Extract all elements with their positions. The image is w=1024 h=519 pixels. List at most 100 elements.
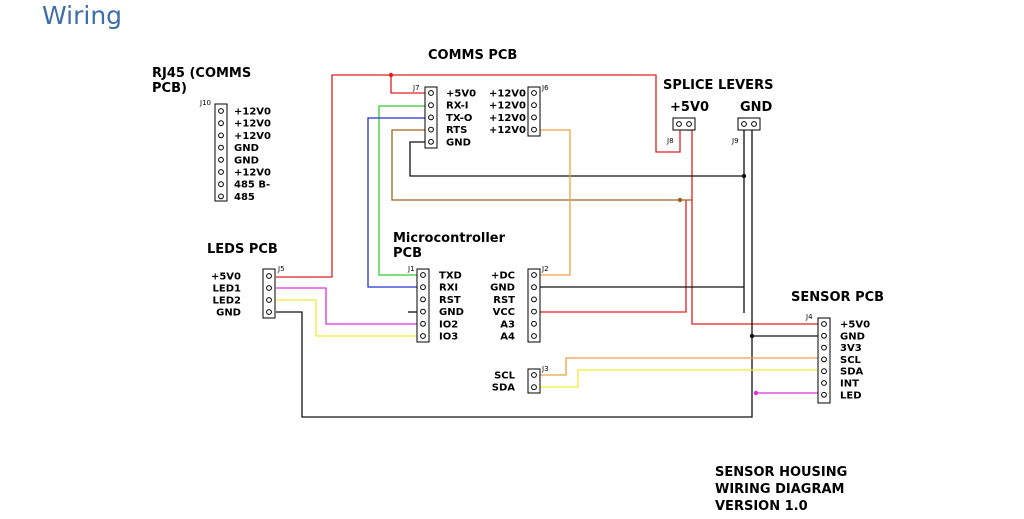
comms-j7-pin: [428, 138, 434, 145]
leds-pin: [266, 297, 272, 303]
sensor-pin-label: LED: [840, 390, 862, 401]
micro-j1-pin-label: RXI: [439, 283, 458, 294]
wire-brown-rts: [391, 129, 692, 201]
leds-pin-label: GND: [216, 308, 241, 319]
sensor-pin-label: GND: [840, 331, 865, 342]
splice-j8-ref: J8: [666, 137, 674, 145]
comms-j6-pin-label: +12V0: [489, 125, 526, 136]
sensor-pin: [821, 368, 827, 375]
rj45-pin-label: 485 B-: [234, 180, 270, 191]
rj45-block: RJ45 (COMMS PCB) J10 +12V0+12V0+12V0GNDG…: [152, 66, 271, 203]
sensor-pin-label: SCL: [840, 355, 862, 366]
sensor-pin: [821, 391, 827, 398]
comms-j6-pins: +12V0+12V0+12V0+12V0: [489, 89, 537, 136]
rj45-header: [214, 103, 228, 202]
wire-blue-rx: [367, 117, 430, 288]
splice-j8-pin: [676, 121, 682, 127]
wire-red-5v0: [276, 74, 681, 278]
leds-pin: [266, 285, 272, 291]
slide-title: Wiring: [42, 1, 123, 30]
micro-j2-pin-label: GND: [490, 283, 515, 294]
rj45-pin-label: 485: [234, 192, 255, 203]
comms-j7-pin-label: TX-O: [446, 113, 472, 124]
junction-dot: [753, 390, 759, 396]
comms-j7-ref: J7: [412, 84, 420, 92]
wire-green-tx: [378, 105, 430, 276]
rj45-pin: [218, 181, 224, 188]
sensor-pin: [821, 332, 827, 339]
wire-black-j9b: [751, 130, 823, 337]
rj45-pin: [218, 169, 224, 175]
splice-j9-pin: [741, 121, 747, 127]
micro-j1-header: [416, 268, 430, 343]
leds-pin-label: LED2: [213, 296, 242, 307]
micro-j1-pin: [420, 272, 426, 278]
micro-j1-pin: [420, 296, 426, 303]
splice-title: SPLICE LEVERS: [663, 78, 773, 93]
footer-line-3: VERSION 1.0: [715, 499, 808, 514]
micro-j1-pin-label: IO3: [439, 332, 458, 343]
sensor-pin-label: INT: [840, 379, 859, 390]
splice-j8-pin: [686, 121, 692, 127]
micro-j2-header: [527, 268, 541, 343]
comms-j6-pin: [531, 126, 537, 133]
sensor-pin-label: 3V3: [840, 343, 862, 354]
micro-title-line2: PCB: [393, 246, 422, 261]
comms-j6-pin-label: +12V0: [489, 89, 526, 100]
rj45-pin: [218, 144, 224, 151]
sensor-ref: J4: [805, 313, 813, 321]
rj45-pin: [218, 108, 224, 114]
splice-gnd-label: GND: [740, 100, 773, 115]
rj45-pin: [218, 132, 224, 139]
leds-ref: J5: [277, 265, 285, 273]
comms-j7-pin: [428, 102, 434, 109]
micro-j3-pin-label: SCL: [494, 371, 516, 382]
micro-j2-pin: [531, 296, 537, 303]
micro-j2-pin: [531, 333, 537, 339]
micro-j3-pin-label: SDA: [492, 383, 516, 394]
rj45-pin: [218, 193, 224, 200]
rj45-pin-label: GND: [234, 155, 259, 166]
micro-j2-pin-label: A4: [500, 332, 515, 343]
footer-line-2: WIRING DIAGRAM: [715, 482, 844, 497]
junction-dot: [677, 197, 683, 203]
rj45-pin-label: +12V0: [234, 119, 271, 130]
comms-j6-pin-label: +12V0: [489, 101, 526, 112]
rj45-pin-label: +12V0: [234, 107, 271, 118]
micro-j2-pin: [531, 308, 537, 315]
rj45-pin: [218, 120, 224, 127]
micro-j1-ref: J1: [407, 265, 415, 273]
comms-j6-pin-label: +12V0: [489, 113, 526, 124]
sensor-pin-label: SDA: [840, 367, 864, 378]
comms-j6-pin: [531, 114, 537, 121]
rj45-pin-label: +12V0: [234, 131, 271, 142]
junction-dot: [749, 333, 755, 339]
micro-j2-ref: J2: [541, 265, 549, 273]
comms-j7-pin-label: RTS: [446, 125, 467, 136]
leds-pin-label: +5V0: [211, 272, 241, 283]
sensor-pin: [821, 344, 827, 351]
micro-title: Microcontroller: [393, 231, 506, 246]
micro-j2-pin-label: VCC: [493, 307, 515, 318]
micro-j3-pin: [531, 384, 537, 391]
comms-j6-ref: J6: [541, 84, 549, 92]
micro-j2-pin: [531, 272, 537, 278]
wire-orange-12v: [534, 129, 571, 276]
wire-black-led-gnd: [276, 311, 753, 418]
wire-red-j7-5v0: [390, 75, 430, 94]
footer-line-1: SENSOR HOUSING: [715, 465, 847, 480]
leds-title: LEDS PCB: [207, 242, 278, 257]
comms-j7-pin: [428, 114, 434, 121]
wire-yellow-io3: [276, 299, 422, 337]
micro-j2-pin-label: RST: [493, 295, 515, 306]
splice-j9-connector: [737, 117, 761, 131]
wire-orange-3v3: [534, 357, 823, 376]
sensor-title: SENSOR PCB: [791, 290, 884, 305]
junction-dot: [388, 72, 394, 78]
